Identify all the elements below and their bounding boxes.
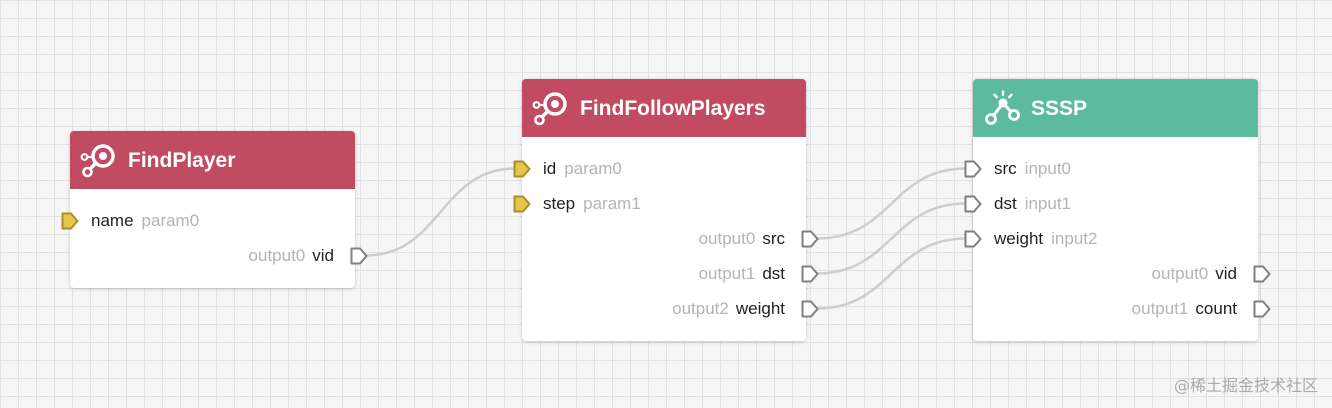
node-header[interactable]: SSSP	[973, 79, 1258, 137]
node-header[interactable]: FindPlayer	[70, 131, 355, 189]
output-row-vid: output0 vid	[973, 256, 1271, 291]
input-port-src[interactable]	[964, 160, 982, 178]
input-row-weight: weight input2	[964, 221, 1258, 256]
input-port-dst[interactable]	[964, 195, 982, 213]
output-name: vid	[312, 245, 334, 265]
node-body: src input0 dst input1 weight input2 outp…	[964, 137, 1271, 341]
input-row-dst: dst input1	[964, 186, 1258, 221]
input-name: weight	[994, 228, 1044, 248]
connection-edge[interactable]	[815, 202, 968, 275]
connection-edge[interactable]	[815, 237, 968, 310]
graph-path-icon	[982, 90, 1022, 128]
output-port-vid[interactable]	[350, 247, 368, 265]
watermark: @稀土掘金技术社区	[1173, 376, 1318, 395]
output-port-weight[interactable]	[801, 300, 819, 318]
input-port-weight[interactable]	[964, 230, 982, 248]
output-port-dst[interactable]	[801, 265, 819, 283]
input-param: param0	[564, 158, 622, 178]
node-findplayer[interactable]: FindPlayer name param0 output0 vid	[61, 131, 368, 288]
input-row-step: step param1	[513, 186, 806, 221]
node-title: SSSP	[1031, 97, 1088, 120]
node-body: id param0 step param1 output0 src output…	[513, 137, 819, 341]
output-name: weight	[735, 298, 785, 318]
output-row-src: output0 src	[522, 221, 819, 256]
input-param: input0	[1024, 158, 1071, 178]
output-param: output0	[698, 228, 756, 248]
input-name: src	[994, 158, 1017, 178]
input-port-id[interactable]	[513, 160, 531, 178]
node-findfollowplayers[interactable]: FindFollowPlayers id param0 step param1 …	[513, 79, 819, 341]
input-port-step[interactable]	[513, 195, 531, 213]
connection-edge[interactable]	[815, 167, 968, 240]
output-port-src[interactable]	[801, 230, 819, 248]
input-param: input1	[1024, 193, 1072, 213]
input-row-src: src input0	[964, 151, 1258, 186]
output-port-vid[interactable]	[1253, 265, 1271, 283]
node-title: FindPlayer	[128, 149, 236, 172]
node-sssp[interactable]: SSSP src input0 dst input1 weight input2…	[964, 79, 1271, 341]
output-name: vid	[1215, 263, 1237, 283]
node-title: FindFollowPlayers	[580, 97, 766, 120]
output-name: dst	[762, 263, 785, 283]
input-name: dst	[994, 193, 1017, 213]
output-param: output0	[248, 245, 306, 265]
search-graph-icon	[79, 142, 119, 180]
input-port-name[interactable]	[61, 212, 79, 230]
output-row-count: output1 count	[973, 291, 1271, 326]
input-param: input2	[1051, 228, 1098, 248]
output-row-dst: output1 dst	[522, 256, 819, 291]
node-header[interactable]: FindFollowPlayers	[522, 79, 806, 137]
output-row-weight: output2 weight	[522, 291, 819, 326]
search-graph-icon	[531, 90, 571, 128]
output-param: output2	[672, 298, 729, 318]
output-param: output1	[698, 263, 756, 283]
output-name: src	[762, 228, 785, 248]
connection-edge[interactable]	[364, 167, 517, 257]
node-body: name param0 output0 vid	[61, 189, 368, 288]
output-row-vid: output0 vid	[70, 238, 368, 273]
output-param: output1	[1131, 298, 1189, 318]
input-param: param0	[141, 210, 200, 230]
input-name: name	[91, 210, 134, 230]
input-param: param1	[583, 193, 641, 213]
output-port-count[interactable]	[1253, 300, 1271, 318]
input-name: step	[543, 193, 576, 213]
output-param: output0	[1151, 263, 1209, 283]
input-row-name: name param0	[61, 203, 355, 238]
input-row-id: id param0	[513, 151, 806, 186]
output-name: count	[1195, 298, 1237, 318]
input-name: id	[543, 158, 557, 178]
